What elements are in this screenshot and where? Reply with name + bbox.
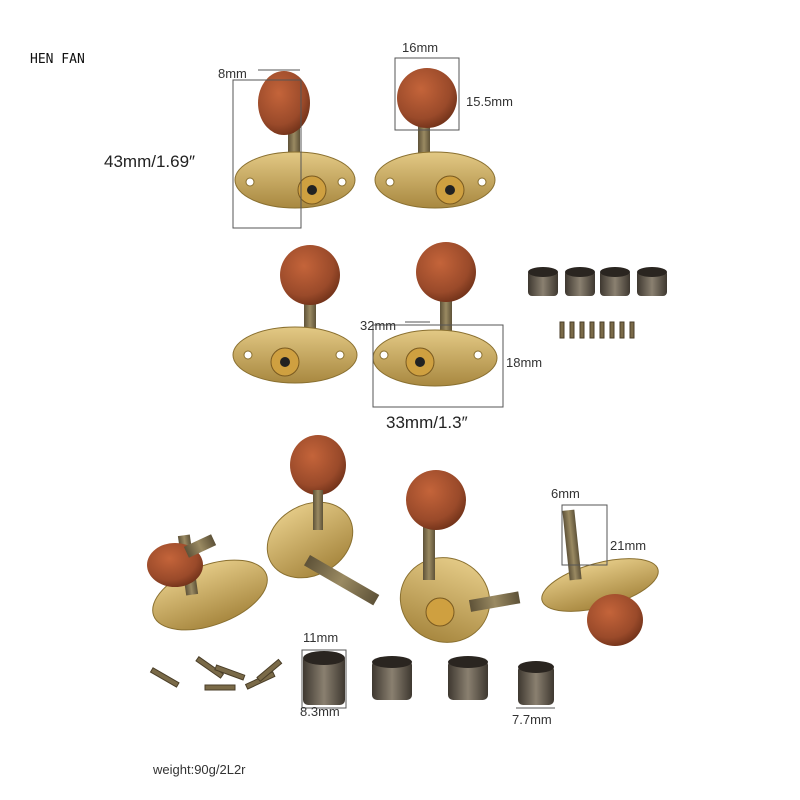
label-post-top: 6mm [551,486,580,501]
label-knob-thickness: 8mm [218,66,247,81]
label-plate-width: 33mm/1.3″ [386,413,468,432]
label-knob-width: 16mm [402,40,439,55]
label-knob-height: 15.5mm [466,94,513,109]
screws-group-top [559,321,635,339]
label-bushing-top: 11mm [303,630,339,645]
label-shaft-width: 32mm [360,318,397,333]
tuner-bottom-4 [541,509,659,646]
tuner-top-left [234,71,356,209]
screws-group-bottom [149,656,283,691]
tuner-bottom-3 [399,470,521,643]
bushings-group-top [528,267,667,296]
label-post-length: 21mm [610,538,647,553]
label-total-height: 43mm/1.69″ [104,152,196,171]
weight-text: weight:90g/2L2r [153,762,246,777]
tuner-bottom-2 [266,435,380,606]
brand-logo-text: HEN FAN [30,52,85,67]
tuner-top-right [374,68,496,209]
dimension-lines [232,57,608,709]
tuner-bottom-1 [147,534,268,631]
bushings-group-bottom [303,651,554,705]
tuner-mid-right [372,242,498,387]
label-plate-height: 18mm [506,355,543,370]
tuner-mid-left [232,245,358,384]
label-bushing-small: 7.7mm [512,712,552,727]
label-bushing-bottom: 8.3mm [300,704,340,719]
